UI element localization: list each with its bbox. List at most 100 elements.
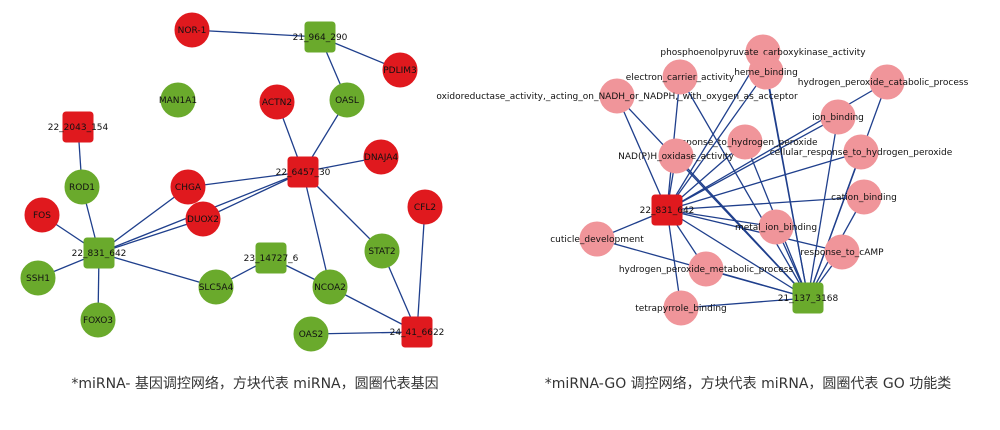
- gene-circle: [185, 201, 221, 237]
- go-term-circle: [658, 138, 694, 174]
- right-node-cuticle-development: cuticle_development: [550, 221, 644, 257]
- right-edge: [765, 71, 809, 299]
- gene-circle: [259, 84, 295, 120]
- node-label: NOR-1: [178, 26, 207, 36]
- right-node-metal-ion-binding: metal_ion_binding: [735, 209, 817, 245]
- left-node-man1a1: MAN1A1: [159, 82, 197, 118]
- left-node-dnaja4: DNAJA4: [363, 139, 399, 175]
- right-node-electron-carrier-activity: electron_carrier_activity: [626, 59, 735, 95]
- gene-circle: [363, 139, 399, 175]
- mirna-square: [651, 194, 683, 226]
- node-label: DNAJA4: [364, 153, 398, 163]
- node-label: phosphoenolpyruvate_carboxykinase_activi…: [660, 48, 866, 58]
- node-label: response_to_hydrogen_peroxide: [672, 138, 818, 148]
- node-label: OASL: [335, 96, 359, 106]
- go-term-circle: [662, 59, 698, 95]
- node-label: metal_ion_binding: [735, 223, 817, 233]
- node-label: NAD(P)H_oxidase_activity: [618, 152, 734, 162]
- gene-circle: [80, 302, 116, 338]
- go-term-circle: [843, 134, 879, 170]
- node-label: cellular_response_to_hydrogen_peroxide: [770, 148, 953, 158]
- node-label: tetrapyrrole_binding: [635, 304, 727, 314]
- gene-circle: [170, 169, 206, 205]
- right-edge: [680, 297, 809, 309]
- right-edge: [666, 209, 809, 299]
- node-label: STAT2: [368, 247, 395, 257]
- go-term-circle: [663, 290, 699, 326]
- left-node-foxo3: FOXO3: [80, 302, 116, 338]
- go-term-circle: [820, 99, 856, 135]
- left-node-rod1: ROD1: [64, 169, 100, 205]
- go-term-circle: [579, 221, 615, 257]
- left-node-stat2: STAT2: [364, 233, 400, 269]
- node-label: ROD1: [69, 183, 95, 193]
- node-label: response_to_cAMP: [800, 248, 884, 258]
- left-node-pdlim3: PDLIM3: [382, 52, 418, 88]
- left-edge: [202, 171, 304, 220]
- left-edge: [302, 171, 331, 288]
- node-label: 24_41_6622: [390, 328, 445, 338]
- node-label: CFL2: [414, 203, 436, 213]
- right-node-response-to-camp: response_to_cAMP: [800, 234, 884, 270]
- right-edge: [679, 76, 809, 299]
- node-label: hydrogen_peroxide_catabolic_process: [798, 78, 969, 88]
- left-node-slc5a4: SLC5A4: [198, 269, 234, 305]
- right-edge: [666, 116, 839, 211]
- node-label: ion_binding: [812, 113, 864, 123]
- left-edge: [310, 331, 418, 335]
- right-edge: [666, 209, 777, 228]
- right-node-22-831-642: 22_831_642: [640, 194, 695, 226]
- node-label: 22_831_642: [72, 249, 127, 259]
- left-node-cfl2: CFL2: [407, 189, 443, 225]
- right-edge: [705, 268, 809, 299]
- left-node-22-2043-154: 22_2043_154: [48, 111, 109, 143]
- node-label: 21_964_290: [293, 33, 348, 43]
- right-node-hydrogen-peroxide-catabolic-process: hydrogen_peroxide_catabolic_process: [798, 64, 969, 100]
- go-term-circle: [758, 209, 794, 245]
- gene-circle: [174, 12, 210, 48]
- right-node-cation-binding: cation_binding: [831, 179, 897, 215]
- mirna-square: [255, 242, 287, 274]
- right-edge: [807, 151, 862, 299]
- gene-circle: [160, 82, 196, 118]
- node-label: heme_binding: [734, 68, 798, 78]
- left-node-ssh1: SSH1: [20, 260, 56, 296]
- node-label: hydrogen_peroxide_metabolic_process: [619, 265, 794, 275]
- right-edge: [666, 151, 862, 211]
- mirna-square: [792, 282, 824, 314]
- node-label: NCOA2: [314, 283, 346, 293]
- left-node-21-964-290: 21_964_290: [293, 21, 348, 53]
- node-label: 22_2043_154: [48, 123, 109, 133]
- left-node-duox2: DUOX2: [185, 201, 221, 237]
- right-node-hydrogen-peroxide-metabolic-process: hydrogen_peroxide_metabolic_process: [619, 251, 794, 287]
- left-edge: [98, 218, 204, 254]
- gene-circle: [382, 52, 418, 88]
- gene-circle: [329, 82, 365, 118]
- left-edge: [416, 206, 426, 333]
- left-node-24-41-6622: 24_41_6622: [390, 316, 445, 348]
- left-node-22-6457-30: 22_6457_30: [276, 156, 331, 188]
- right-node-nad-p-h-oxidase-activity: NAD(P)H_oxidase_activity: [618, 138, 735, 174]
- left-node-chga: CHGA: [170, 169, 206, 205]
- node-label: SSH1: [26, 274, 50, 284]
- mirna-square: [287, 156, 319, 188]
- right-node-tetrapyrrole-binding: tetrapyrrole_binding: [635, 290, 727, 326]
- left-node-oas2: OAS2: [293, 316, 329, 352]
- left-edge: [187, 171, 304, 188]
- gene-circle: [24, 197, 60, 233]
- go-term-circle: [688, 251, 724, 287]
- node-label: MAN1A1: [159, 96, 197, 106]
- right-node-21-137-3168: 21_137_3168: [778, 282, 839, 314]
- node-label: electron_carrier_activity: [626, 73, 735, 83]
- node-label: 22_6457_30: [276, 168, 331, 178]
- node-label: cuticle_development: [550, 235, 644, 245]
- left-node-nor-1: NOR-1: [174, 12, 210, 48]
- left-node-23-14727-6: 23_14727_6: [244, 242, 299, 274]
- right-node-cellular-response-to-hydrogen-peroxide: cellular_response_to_hydrogen_peroxide: [770, 134, 953, 170]
- mirna-square: [304, 21, 336, 53]
- node-label: 21_137_3168: [778, 294, 839, 304]
- node-label: 22_831_642: [640, 206, 695, 216]
- right-edge: [666, 81, 888, 211]
- go-term-circle: [869, 64, 905, 100]
